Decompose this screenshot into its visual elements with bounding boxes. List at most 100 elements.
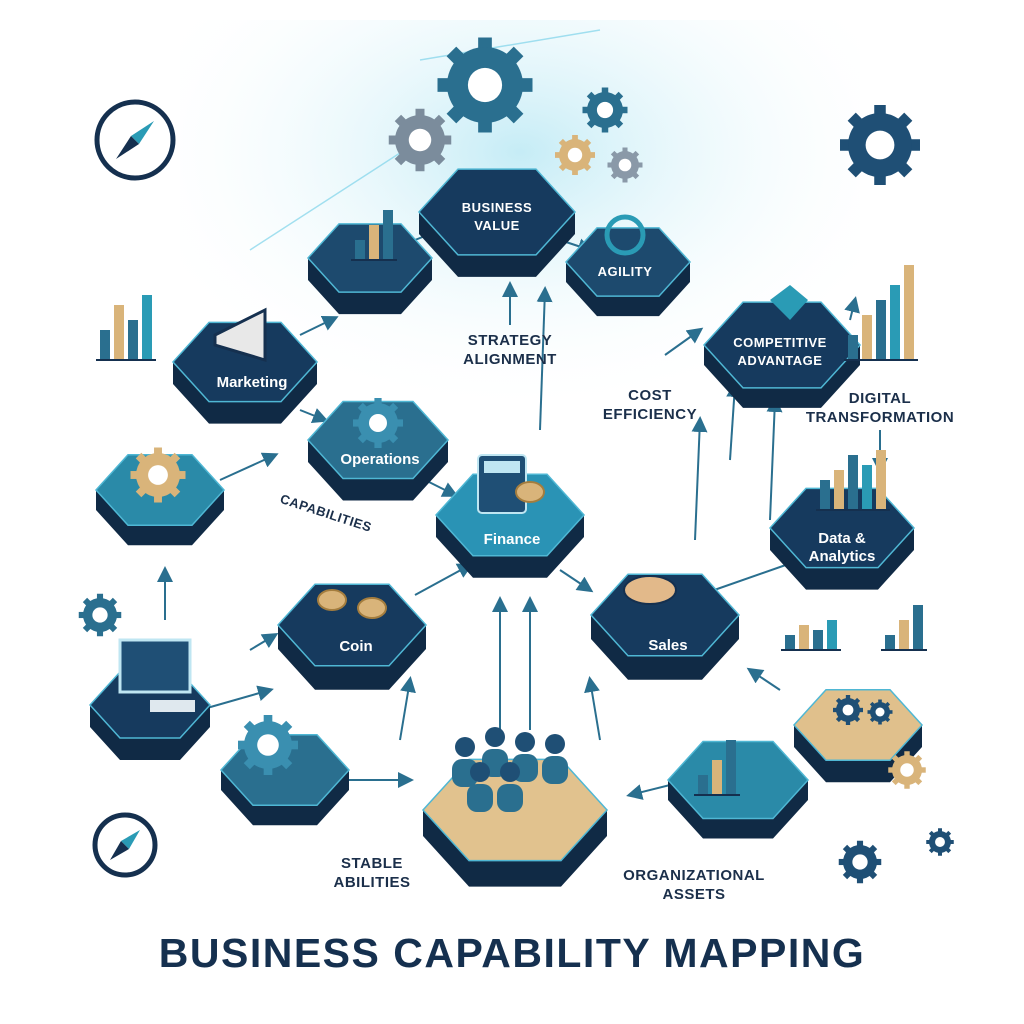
handshake-icon — [623, 575, 677, 605]
node-sales[interactable]: Sales — [648, 637, 688, 654]
bar — [799, 625, 809, 650]
tile-top — [792, 689, 924, 761]
arrow — [584, 676, 601, 741]
bar — [726, 740, 736, 795]
bar — [383, 210, 393, 260]
tile-side — [591, 615, 739, 680]
label-stable-abilities: STABLE ABILITIES — [333, 855, 411, 891]
gear-icon — [840, 105, 920, 185]
coin-icon — [357, 597, 387, 619]
tile-side — [419, 212, 575, 277]
bar — [142, 295, 152, 360]
keyboard — [150, 700, 195, 712]
gear-icon — [607, 147, 643, 183]
label-strategy-alignment: STRATEGY ALIGNMENT — [463, 332, 557, 368]
tile-competitive-advantage — [702, 301, 862, 408]
node-finance[interactable]: Finance — [483, 531, 541, 548]
gear-hole — [618, 158, 632, 172]
compass-icon — [94, 99, 176, 181]
gear-hole — [875, 707, 885, 717]
bar-chart-icon — [881, 605, 927, 651]
node-coin[interactable]: Coin — [339, 638, 373, 655]
bar — [128, 320, 138, 360]
node-business-value[interactable]: BUSINESS VALUE — [461, 200, 533, 233]
arrow — [219, 452, 279, 481]
compass-icon — [92, 812, 158, 878]
icons — [78, 37, 954, 884]
bar — [890, 285, 900, 360]
megaphone-body — [213, 307, 267, 363]
node-competitive-advantage[interactable]: COMPETITIVE ADVANTAGE — [733, 335, 827, 368]
node-data-analytics[interactable]: Data & Analytics — [808, 530, 876, 565]
tile-side — [704, 345, 860, 408]
compass-needle — [131, 121, 154, 144]
gear-hole — [852, 854, 868, 870]
gear-hole — [842, 704, 854, 716]
tile-finance — [434, 473, 586, 578]
gear-hole — [92, 607, 108, 623]
gear-icon — [582, 87, 628, 133]
bar — [820, 480, 830, 510]
light-line — [249, 139, 421, 251]
gear-hole — [257, 734, 279, 756]
person-body — [542, 756, 568, 784]
arrow — [424, 479, 459, 497]
gear-hole — [467, 67, 503, 103]
label-digital-transformation: DIGITAL TRANSFORMATION — [805, 390, 955, 426]
megaphone-icon — [213, 307, 267, 363]
person-body — [452, 759, 478, 787]
node-operations[interactable]: Operations — [340, 451, 420, 468]
compass-needle — [110, 841, 129, 860]
gear-icon — [926, 828, 954, 856]
arrow — [559, 569, 594, 593]
arrow — [691, 416, 708, 541]
computer-icon — [118, 638, 195, 712]
arrow — [399, 676, 416, 741]
tile-side — [308, 440, 448, 501]
tile-coin — [276, 583, 428, 690]
monitor — [118, 638, 192, 694]
gear-hole — [900, 763, 914, 777]
tile-side — [90, 705, 210, 760]
gear-icon — [353, 398, 403, 448]
tile-side — [308, 258, 432, 315]
gear-hole — [369, 414, 387, 432]
arrow — [766, 396, 783, 521]
coin-icon — [317, 589, 347, 611]
compass-needle — [121, 830, 140, 849]
tile-side — [566, 262, 690, 317]
node-marketing[interactable]: Marketing — [216, 374, 288, 391]
person-head — [545, 734, 565, 754]
arrow — [249, 632, 279, 651]
label-cost-efficiency: COST EFFICIENCY — [602, 387, 698, 423]
bar — [114, 305, 124, 360]
arrow — [414, 563, 474, 596]
bar — [862, 315, 872, 360]
bar — [834, 470, 844, 510]
arrow — [299, 408, 329, 423]
bar — [100, 330, 110, 360]
cycle-icon — [604, 214, 646, 256]
arrow — [746, 667, 781, 691]
bar-chart-icon — [781, 620, 841, 651]
arrow — [536, 286, 553, 431]
arrow — [299, 316, 339, 336]
bar — [785, 635, 795, 650]
bar-chart-icon — [96, 295, 156, 361]
tile-top — [564, 227, 692, 297]
node-agility[interactable]: AGILITY — [597, 264, 653, 279]
gear-icon — [388, 108, 452, 172]
gear-icon — [833, 695, 863, 725]
calculator-screen — [484, 461, 520, 473]
bar — [876, 300, 886, 360]
tile-side — [278, 625, 426, 690]
tile-top — [666, 740, 810, 820]
tile-top — [276, 583, 428, 667]
arrow — [199, 685, 274, 711]
diamond-icon — [770, 285, 808, 320]
tile-top — [702, 301, 862, 389]
bar-chart-icon — [694, 740, 740, 796]
bar — [698, 775, 708, 795]
person-head — [455, 737, 475, 757]
gear-icon — [437, 37, 533, 133]
